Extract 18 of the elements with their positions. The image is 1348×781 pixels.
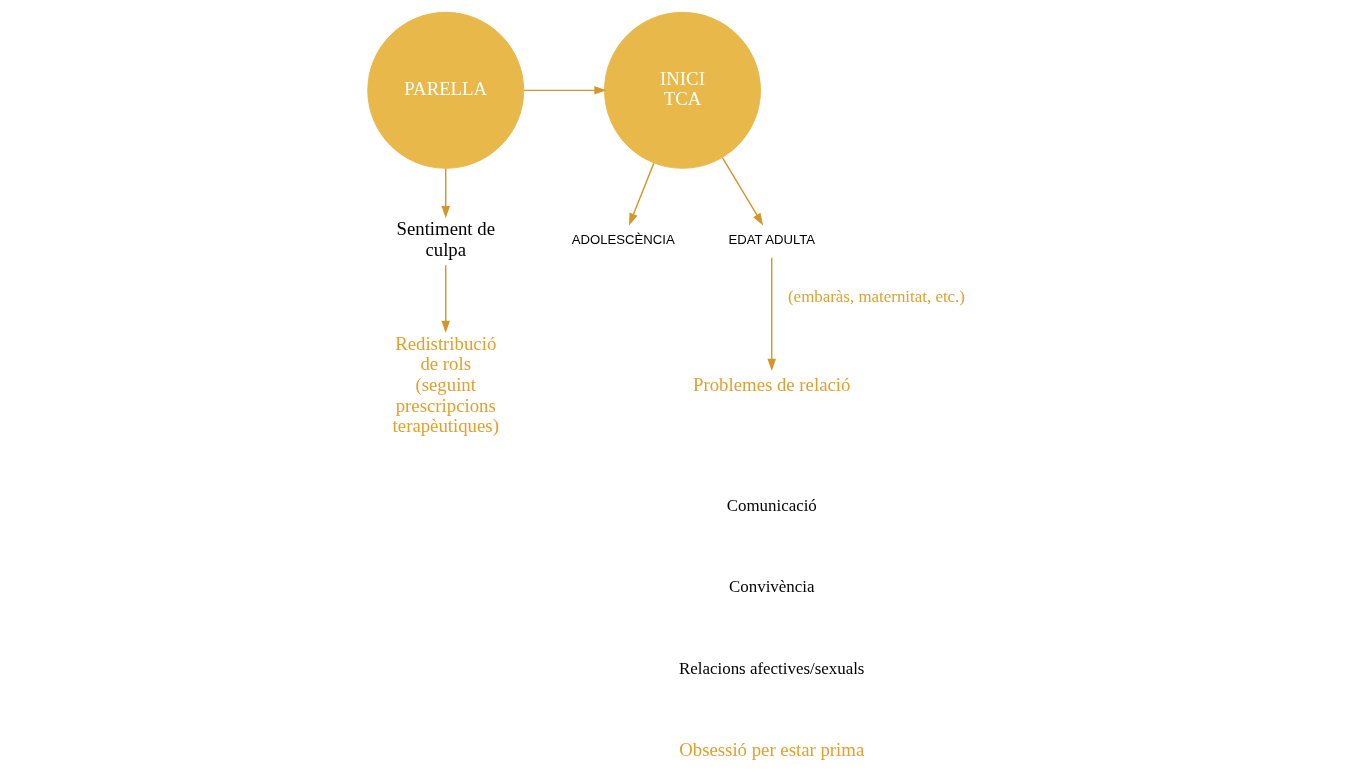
arrow	[522, 86, 607, 95]
arrow	[440, 167, 450, 219]
arrow	[628, 162, 654, 226]
arrow	[721, 156, 763, 226]
node-text: ADOLESCÈNCIA	[571, 232, 675, 248]
arrow	[440, 264, 450, 333]
node-text: Sentiment de culpa	[395, 218, 495, 260]
edge-label: (embaràs, maternitat, etc.)	[787, 287, 965, 307]
label: Obsessió per estar prima	[678, 739, 864, 761]
node-circle: INICI TCA	[603, 11, 761, 169]
label: Convivència	[728, 577, 814, 597]
node-circle: PARELLA	[366, 11, 524, 169]
label: Comunicació	[726, 495, 817, 515]
node-text: Redistribució de rols (seguint prescripcions terapèutiques)	[392, 332, 499, 437]
node-text: EDAT ADULTA	[727, 232, 815, 248]
node-text: Problemes de relació	[692, 373, 850, 395]
arrow	[766, 257, 776, 372]
label: Relacions afectives/sexuals	[678, 659, 864, 679]
